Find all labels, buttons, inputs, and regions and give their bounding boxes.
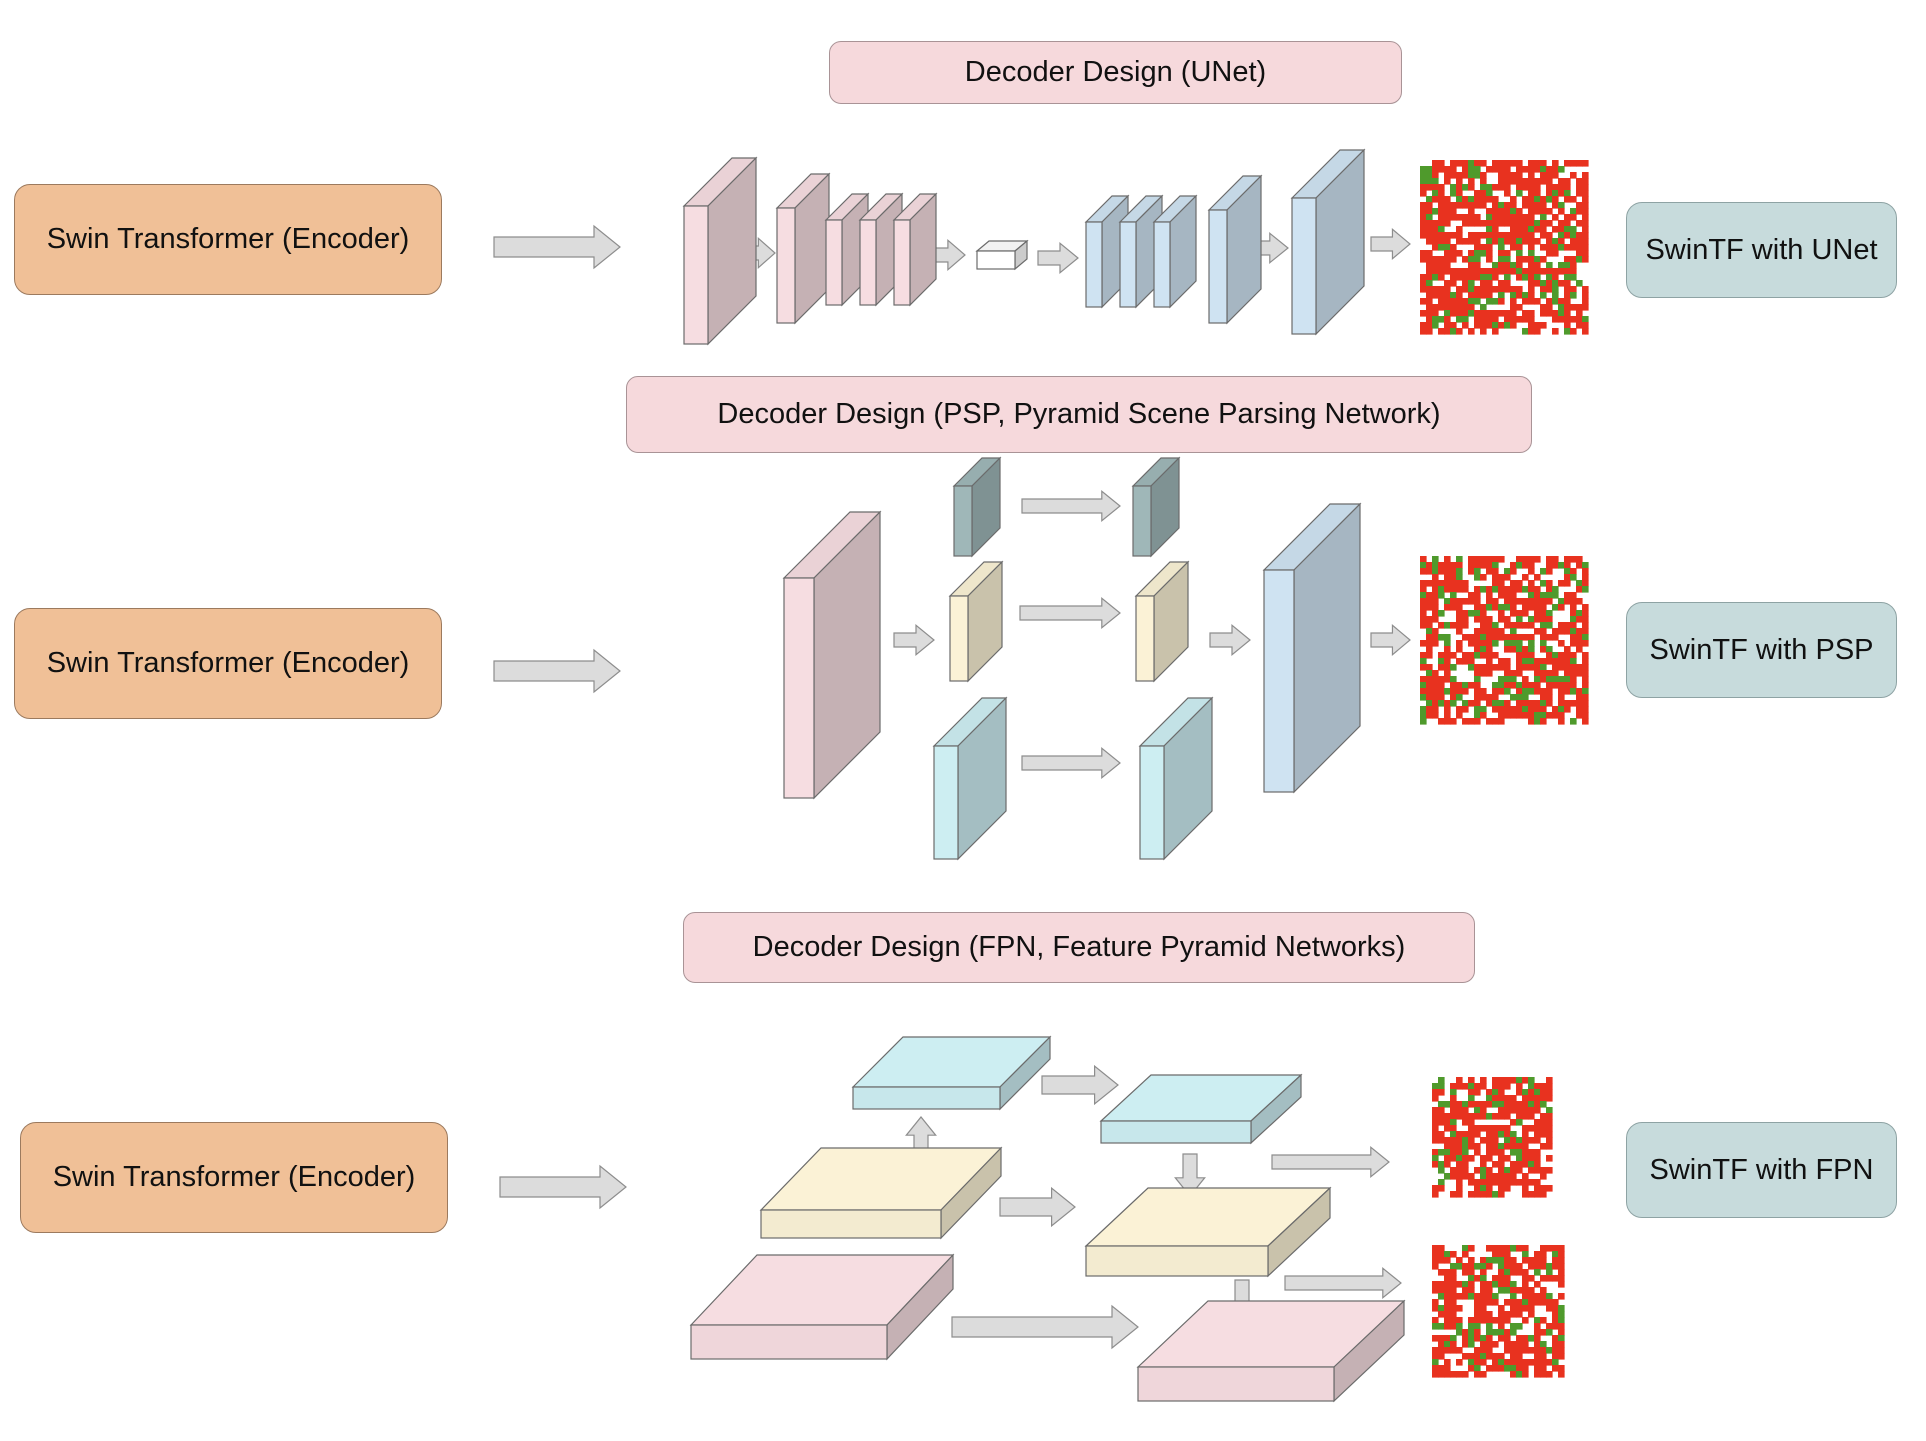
fpn-encoder-box: Swin Transformer (Encoder)	[20, 1122, 448, 1233]
psp-pool-block-2	[948, 560, 1004, 683]
psp-pool-block-1	[952, 456, 1002, 558]
fpn-segmentation-output-1	[1432, 1077, 1553, 1198]
psp-arrow	[1209, 624, 1251, 656]
fpn-topdown-block-3	[1136, 1299, 1406, 1403]
psp-arrow	[1370, 624, 1411, 656]
psp-upsample-block-2	[1134, 560, 1190, 683]
psp-arrow	[1019, 597, 1121, 629]
unet-blue-block-4	[1207, 174, 1263, 325]
fpn-output-box: SwinTF with FPN	[1626, 1122, 1897, 1218]
psp-arrow	[1021, 747, 1121, 779]
unet-pink-block-1	[682, 156, 758, 346]
fpn-lateral-arrow	[1041, 1064, 1119, 1106]
psp-decoder-title: Decoder Design (PSP, Pyramid Scene Parsi…	[626, 376, 1532, 453]
psp-fused-block	[1262, 502, 1362, 794]
psp-segmentation-output	[1420, 556, 1589, 725]
fpn-bottomup-block-1	[689, 1253, 955, 1361]
unet-arrow	[1370, 228, 1411, 260]
fpn-topdown-block-1	[1099, 1073, 1303, 1145]
unet-blue-block-3	[1152, 194, 1198, 309]
fpn-lateral-arrow	[999, 1186, 1076, 1228]
flow-arrows	[493, 224, 1411, 1350]
fpn-down-arrow	[1174, 1153, 1206, 1197]
fpn-bottomup-block-2	[759, 1146, 1003, 1240]
psp-input-arrow	[493, 648, 621, 694]
unet-decoder-title: Decoder Design (UNet)	[829, 41, 1402, 104]
unet-blue-block-5	[1290, 148, 1366, 336]
feature-blocks	[682, 148, 1406, 1403]
psp-input-block	[782, 510, 882, 800]
psp-output-box: SwinTF with PSP	[1626, 602, 1897, 698]
psp-arrow	[1021, 490, 1121, 522]
unet-encoder-box: Swin Transformer (Encoder)	[14, 184, 442, 295]
unet-output-box: SwinTF with UNet	[1626, 202, 1897, 298]
unet-bottleneck-block	[975, 239, 1029, 271]
segmentation-outputs	[1420, 160, 1589, 1378]
unet-arrow	[1037, 242, 1079, 274]
psp-encoder-box: Swin Transformer (Encoder)	[14, 608, 442, 719]
fpn-input-arrow	[499, 1164, 627, 1210]
fpn-topdown-block-2	[1084, 1186, 1332, 1278]
unet-pink-block-5	[892, 192, 938, 307]
fpn-output-arrow	[1271, 1146, 1390, 1178]
psp-pool-block-3	[932, 696, 1008, 861]
fpn-output-arrow	[1284, 1267, 1402, 1299]
unet-segmentation-output	[1420, 160, 1589, 335]
psp-upsample-block-3	[1138, 696, 1214, 861]
fpn-decoder-title: Decoder Design (FPN, Feature Pyramid Net…	[683, 912, 1475, 983]
fpn-lateral-arrow	[951, 1304, 1139, 1350]
psp-arrow	[893, 624, 935, 656]
fpn-bottomup-block-3	[851, 1035, 1052, 1111]
psp-upsample-block-1	[1131, 456, 1181, 558]
unet-input-arrow	[493, 224, 621, 270]
fpn-segmentation-output-2	[1432, 1245, 1565, 1378]
unet-pink-block-2	[775, 172, 831, 325]
